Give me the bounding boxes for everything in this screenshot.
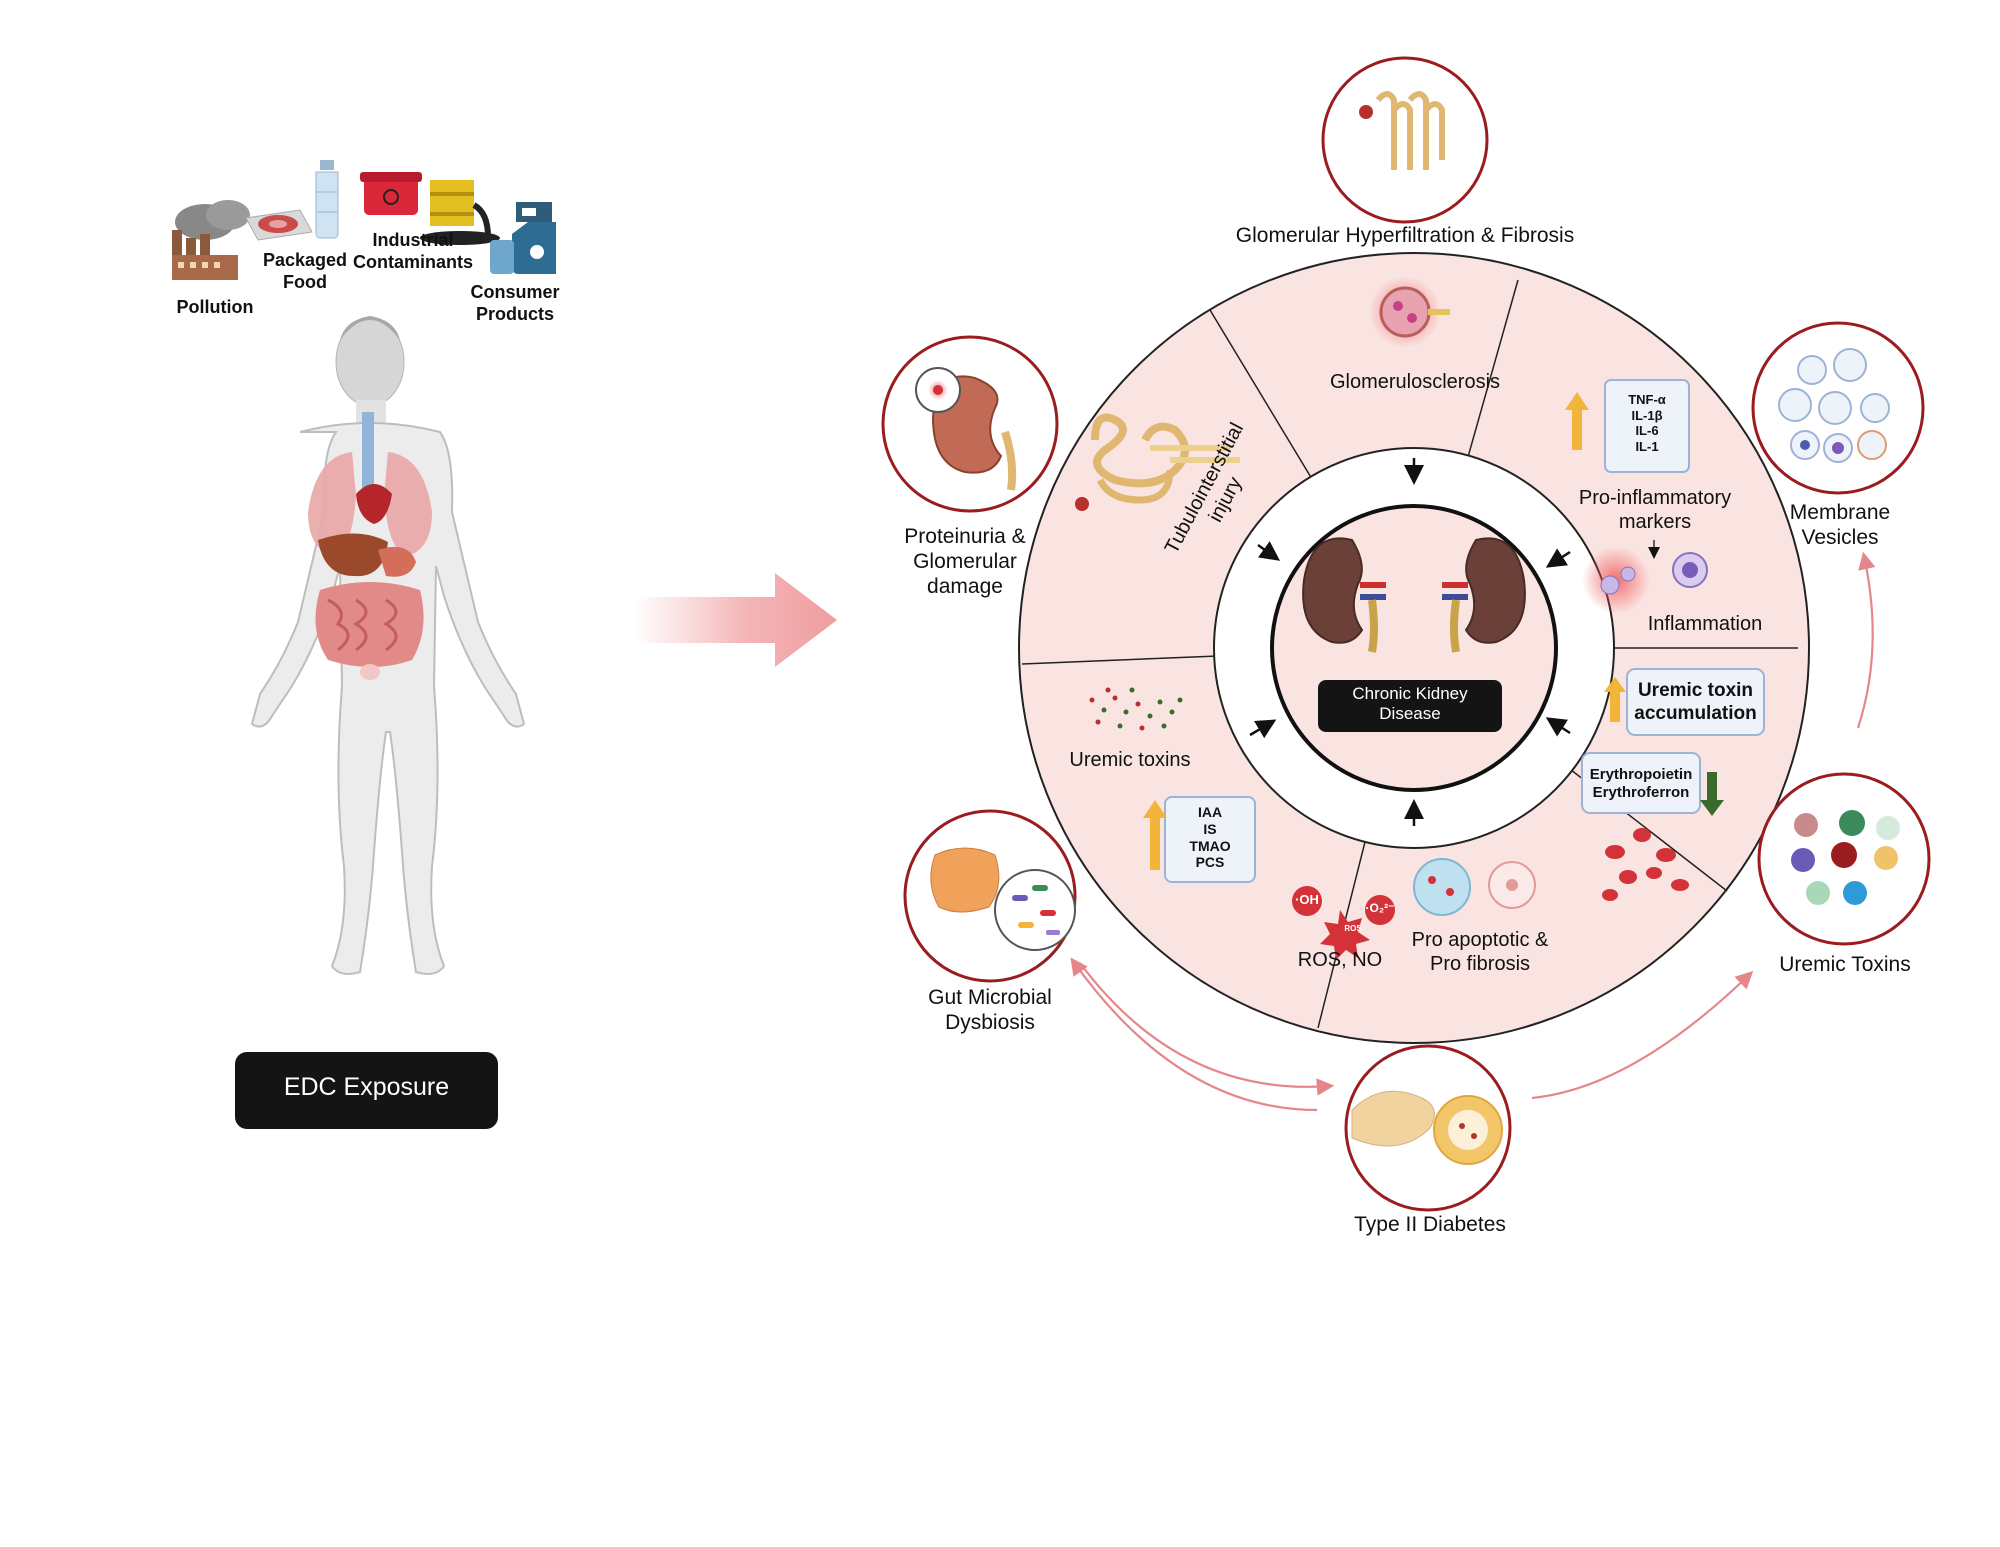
ckd-label-bg bbox=[1318, 680, 1502, 732]
type2-diabetes-circle bbox=[1344, 1044, 1512, 1212]
toxin-tmao: TMAO bbox=[1189, 837, 1231, 854]
epo-line2: Erythroferron bbox=[1592, 784, 1690, 801]
pro-apoptotic-line2: Pro fibrosis bbox=[1429, 953, 1531, 975]
up-arrow-icon bbox=[1143, 800, 1167, 870]
ckd-line1: Chronic Kidney bbox=[1352, 684, 1468, 703]
pro-inflammatory-label: Pro-inflammatory markers bbox=[1560, 486, 1750, 534]
ros-no-label: ROS, NO bbox=[1297, 949, 1383, 971]
ros-burst-label: ROS bbox=[1344, 924, 1362, 933]
fibrosis-cell-icon bbox=[1413, 858, 1536, 916]
membrane-vesicles-circle bbox=[1751, 321, 1925, 495]
uremic-accum-line1: Uremic toxin bbox=[1637, 680, 1754, 701]
consumer-line2: Products bbox=[475, 303, 554, 324]
oh-radical-label: ·OH bbox=[1295, 892, 1319, 907]
cytokine-il6: IL-6 bbox=[1635, 423, 1659, 439]
pro-apoptotic-label: Pro apoptotic & Pro fibrosis bbox=[1395, 928, 1565, 976]
nephron-icon bbox=[1075, 413, 1240, 511]
industrial-line1: Industrial bbox=[372, 230, 454, 250]
toxin-pcs: PCS bbox=[1195, 854, 1225, 871]
proteinuria-line3: damage bbox=[927, 575, 1003, 599]
proteinuria-line2: Glomerular bbox=[913, 550, 1017, 574]
immune-cell-icon bbox=[1582, 540, 1708, 614]
down-arrow-icon bbox=[1700, 772, 1724, 816]
type2-diabetes-label: Type II Diabetes bbox=[1354, 1213, 1506, 1236]
source-industrial-label: Industrial Contaminants bbox=[350, 230, 476, 273]
glomerular-hyperfiltration-circle bbox=[1321, 56, 1489, 224]
factory-icon bbox=[172, 200, 250, 280]
toxin-list-box-bg bbox=[1164, 796, 1256, 883]
up-arrow-icon bbox=[1604, 677, 1626, 722]
proteinuria-circle bbox=[881, 335, 1059, 513]
uremic-toxins-circle bbox=[1757, 772, 1931, 946]
glomerulosclerosis-label: Glomerulosclerosis bbox=[1329, 371, 1501, 393]
cytokine-il1: IL-1 bbox=[1635, 438, 1659, 454]
kidney-icon bbox=[1302, 537, 1526, 653]
cycle-arrows bbox=[1070, 551, 1876, 1112]
toxin-list: IAA IS TMAO PCS bbox=[1165, 804, 1255, 871]
superoxide-label: ·O₂²⁻ bbox=[1365, 901, 1395, 915]
oil-barrel-icon bbox=[420, 180, 500, 245]
biohazard-box-icon bbox=[360, 172, 422, 215]
membrane-vesicles-line2: Vesicles bbox=[1801, 526, 1879, 550]
glomerulus-icon bbox=[1369, 276, 1450, 348]
epo-line1: Erythropoietin bbox=[1589, 766, 1693, 783]
red-blood-cell-icon bbox=[1602, 828, 1689, 901]
gut-dysbiosis-line2: Dysbiosis bbox=[945, 1011, 1035, 1035]
arrow-right-icon bbox=[635, 573, 837, 667]
proteinuria-line1: Proteinuria & bbox=[904, 525, 1026, 548]
gut-dysbiosis-circle bbox=[903, 809, 1077, 983]
up-arrow-icon bbox=[1565, 392, 1589, 450]
cytokine-tnf: TNF-α bbox=[1628, 392, 1666, 407]
source-consumer-label: Consumer Products bbox=[460, 282, 570, 325]
uremic-accum-label: Uremic toxin accumulation bbox=[1627, 680, 1764, 726]
ckd-label: Chronic Kidney Disease bbox=[1318, 684, 1502, 725]
water-bottle-icon bbox=[315, 160, 339, 239]
cytokine-box-bg bbox=[1604, 379, 1690, 473]
epo-box-bg bbox=[1581, 752, 1701, 814]
inward-arrows bbox=[1249, 458, 1571, 826]
gut-dysbiosis-label: Gut Microbial Dysbiosis bbox=[910, 985, 1070, 1035]
soap-dispenser-icon bbox=[490, 202, 556, 274]
pro-inflammatory-line1: Pro-inflammatory bbox=[1578, 487, 1732, 509]
toxin-dots-icon bbox=[1089, 687, 1183, 731]
inflammation-label: Inflammation bbox=[1647, 613, 1763, 635]
epo-label: Erythropoietin Erythroferron bbox=[1582, 766, 1700, 802]
source-packaged-food-label: Packaged Food bbox=[250, 250, 360, 293]
membrane-vesicles-line1: Membrane bbox=[1789, 501, 1891, 524]
uremic-toxins-wheel-label: Uremic toxins bbox=[1069, 749, 1191, 771]
uremic-accum-box-bg bbox=[1626, 668, 1765, 736]
edc-exposure-button-bg[interactable] bbox=[235, 1052, 498, 1129]
pro-inflammatory-line2: markers bbox=[1618, 511, 1692, 533]
pro-apoptotic-line1: Pro apoptotic & bbox=[1411, 929, 1549, 951]
packaged-food-line2: Food bbox=[283, 271, 327, 292]
meat-tray-icon bbox=[245, 209, 313, 241]
ros-burst-icon bbox=[1292, 886, 1395, 960]
edc-exposure-button[interactable]: EDC Exposure bbox=[283, 1073, 450, 1101]
gut-dysbiosis-line1: Gut Microbial bbox=[928, 986, 1052, 1009]
uremic-toxins-outer-label: Uremic Toxins bbox=[1779, 953, 1911, 976]
human-body-icon bbox=[250, 316, 526, 975]
proteinuria-label: Proteinuria & Glomerular damage bbox=[885, 524, 1045, 600]
glomerular-hyperfiltration-label: Glomerular Hyperfiltration & Fibrosis bbox=[1235, 224, 1575, 247]
industrial-line2: Contaminants bbox=[352, 251, 473, 272]
uremic-accum-line2: accumulation bbox=[1634, 702, 1757, 724]
toxin-iaa: IAA bbox=[1197, 804, 1223, 820]
packaged-food-line1: Packaged bbox=[262, 250, 348, 270]
cytokine-list: TNF-α IL-1β IL-6 IL-1 bbox=[1605, 392, 1689, 454]
source-pollution-label: Pollution bbox=[176, 297, 254, 317]
cytokine-il1b: IL-1β bbox=[1631, 407, 1663, 423]
consumer-line1: Consumer bbox=[470, 282, 560, 302]
membrane-vesicles-label: Membrane Vesicles bbox=[1770, 500, 1910, 550]
toxin-is: IS bbox=[1203, 820, 1217, 837]
ckd-line2: Disease bbox=[1379, 704, 1441, 724]
